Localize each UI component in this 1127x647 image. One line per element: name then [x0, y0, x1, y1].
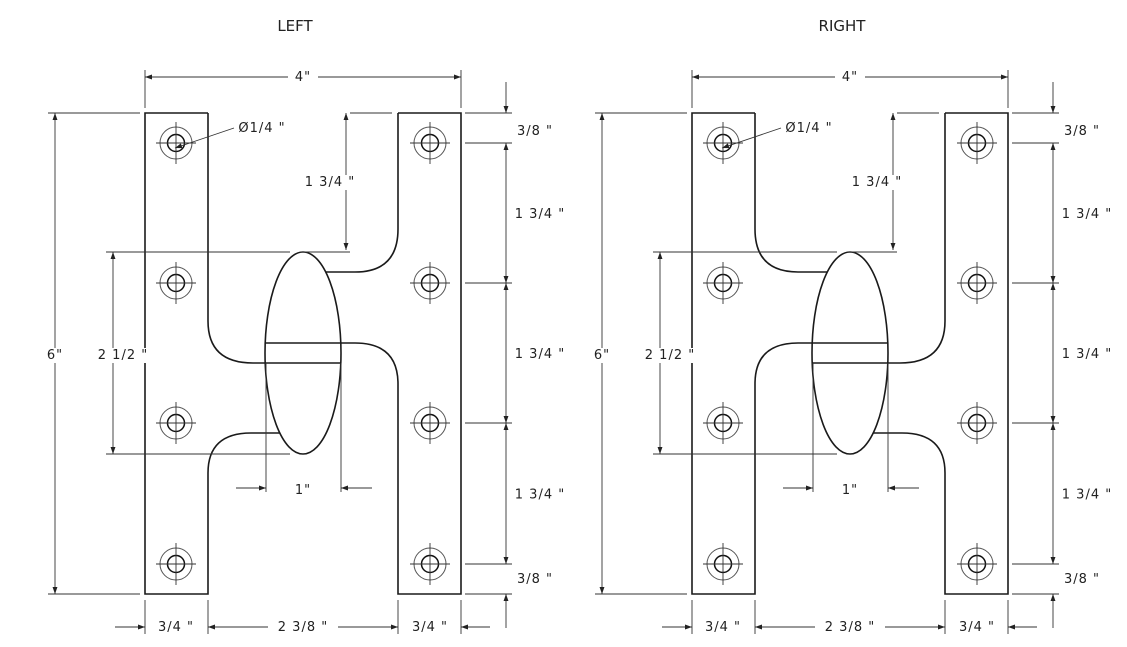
hinge-body [691, 112, 1009, 595]
leaf-gap-label: 2 3/8 " [825, 620, 875, 635]
hole-spacing-label: 1 3/4 " [515, 347, 565, 362]
screw-hole [957, 543, 997, 585]
knuckle-length-label-bg [640, 348, 700, 363]
drawing-title: LEFT [277, 17, 313, 35]
edge-top-label: 3/8 " [517, 124, 553, 139]
hole-spacing-label: 1 3/4 " [515, 488, 565, 503]
hinge-body [144, 112, 462, 595]
screw-hole [957, 122, 997, 164]
knuckle-length-label: 2 1/2 " [98, 348, 148, 363]
hole-spacing-label: 1 3/4 " [1062, 207, 1112, 222]
hole-spacing-label-bg [508, 207, 572, 222]
hole-spacing-label-bg [1055, 207, 1119, 222]
knuckle-length-label-bg [93, 348, 153, 363]
knuckle-barrel [811, 251, 889, 455]
screw-hole [156, 122, 196, 164]
hole-diameter-label: Ø1/4 " [785, 121, 832, 136]
overall-width-label: 4" [295, 70, 311, 85]
dimensions: 4" 6" 2 1/2 " 1 3/4 " Ø1/4 " 3/8 " 1 3/4 " 1 3/… [44, 70, 572, 635]
overall-width-label-bg [288, 70, 318, 85]
knuckle-joint [812, 342, 888, 364]
screw-hole [410, 402, 450, 444]
overall-width-label: 4" [842, 70, 858, 85]
overall-height-label: 6" [47, 348, 63, 363]
drawing-left: LEFT 4" 6" 2 1/2 " 1 3/4 " Ø1/4 " 3/8 " 1 3/4 "… [44, 17, 572, 635]
knuckle-length-label: 2 1/2 " [645, 348, 695, 363]
right-leaf-outline [691, 112, 827, 595]
leaf-gap-label-bg [268, 620, 338, 635]
hole-diameter-label: Ø1/4 " [238, 121, 285, 136]
screw-hole [957, 262, 997, 304]
knuckle-offset-label: 1 3/4 " [305, 175, 355, 190]
overall-height-label-bg [44, 348, 66, 363]
leaf-gap-label: 2 3/8 " [278, 620, 328, 635]
screw-hole [156, 543, 196, 585]
left-leaf-outline [873, 112, 1009, 595]
knuckle-barrel [264, 251, 342, 455]
hole-spacing-label: 1 3/4 " [1062, 488, 1112, 503]
hole-spacing-label-bg [508, 347, 572, 362]
hole-spacing-label-bg [508, 487, 572, 503]
leaf-gap-label-bg [815, 620, 885, 635]
screw-hole [410, 262, 450, 304]
hole-spacing-label-bg [1055, 487, 1119, 503]
drawing-title: RIGHT [819, 17, 867, 35]
leaf-width-left-label: 3/4 " [705, 620, 741, 635]
hole-spacing-label-bg [1055, 347, 1119, 362]
hole-spacing-label: 1 3/4 " [515, 207, 565, 222]
leaf-width-right-label: 3/4 " [412, 620, 448, 635]
screw-hole [957, 402, 997, 444]
knuckle-offset-label-bg [299, 175, 361, 190]
screw-hole [703, 402, 743, 444]
screw-hole [156, 262, 196, 304]
knuckle-offset-label-bg [846, 175, 908, 190]
drawing-right: RIGHT 4" 6" 2 1/2 " 1 3/4 " Ø1/4 " 3/8 " 1 3/4 … [591, 17, 1119, 635]
edge-bottom-label: 3/8 " [1064, 572, 1100, 587]
screw-hole [410, 122, 450, 164]
knuckle-offset-label: 1 3/4 " [852, 175, 902, 190]
screw-hole [703, 262, 743, 304]
hole-spacing-label: 1 3/4 " [1062, 347, 1112, 362]
overall-height-label: 6" [594, 348, 610, 363]
edge-top-label: 3/8 " [1064, 124, 1100, 139]
screw-hole [410, 543, 450, 585]
leaf-width-left-label: 3/4 " [158, 620, 194, 635]
knuckle-joint [265, 342, 341, 364]
overall-height-label-bg [591, 348, 613, 363]
edge-bottom-label: 3/8 " [517, 572, 553, 587]
leaf-width-right-label: 3/4 " [959, 620, 995, 635]
dimensions: 4" 6" 2 1/2 " 1 3/4 " Ø1/4 " 3/8 " 1 3/4 " 1 3/… [591, 70, 1119, 635]
screw-hole [156, 402, 196, 444]
knuckle-diameter-label: 1" [295, 483, 311, 498]
right-leaf-outline [326, 112, 462, 595]
left-leaf-outline [144, 112, 280, 595]
screw-hole [703, 543, 743, 585]
overall-width-label-bg [835, 70, 865, 85]
hole-diameter-leader [174, 127, 235, 149]
knuckle-diameter-label: 1" [842, 483, 858, 498]
hole-diameter-leader [721, 127, 782, 149]
